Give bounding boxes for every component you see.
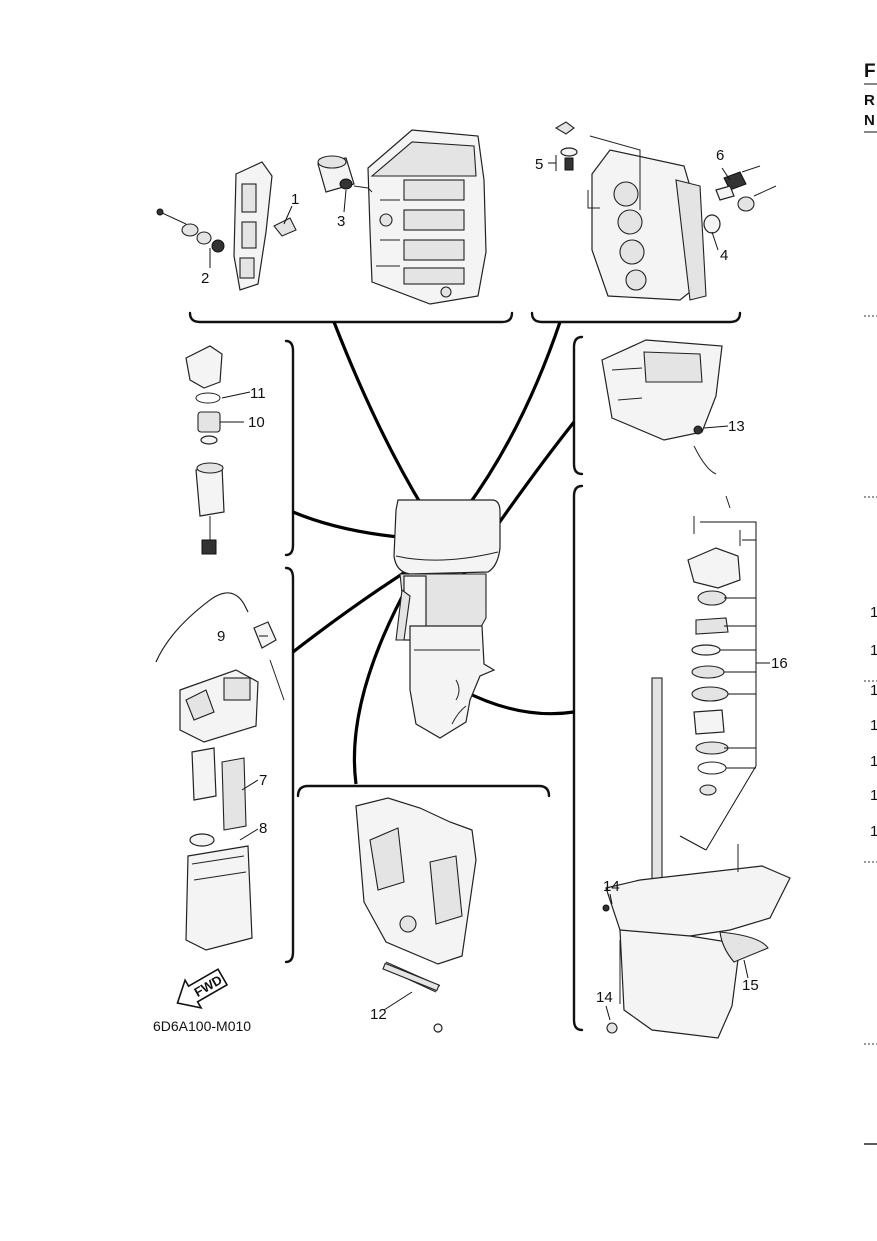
callout-label: 14 [603,878,620,895]
fwd-arrow: FWD [176,968,229,1009]
exhaust-guide-illustration [355,797,477,1033]
callout-label: 11 [250,385,266,402]
cylinder-head-illustration [587,135,707,301]
oil-filter-illustration [317,155,373,193]
edge-letter-n: N [864,112,875,129]
edge-number: 1 [870,642,877,659]
page-edge-header: F R N [864,61,877,133]
vapor-separator-illustration [155,592,285,951]
engine-block-illustration [367,129,487,305]
page-edge-fragments [864,315,877,1145]
timing-plate-illustration [233,161,297,291]
callout-label: 3 [337,213,345,230]
callout-label: 1 [291,191,299,208]
callout-labels: 1 2 3 4 5 6 9 11 10 13 16 7 8 14 14 15 1… [201,147,788,1023]
edge-number: 1 [870,823,877,840]
callout-label: 2 [201,270,209,287]
callout-label: 7 [259,772,267,789]
outboard-motor-illustration [393,499,501,739]
leader-lines [209,155,770,1021]
lower-unit-illustration [602,677,791,1039]
upper-casing-illustration [601,339,723,475]
edge-number: 1 [870,682,877,699]
page-edge-numbers: 1 1 1 1 1 1 1 [870,604,877,840]
callout-label: 4 [720,247,728,264]
callout-label: 6 [716,147,724,164]
callout-label: 14 [596,989,613,1006]
callout-label: 8 [259,820,267,837]
edge-number: 1 [870,604,877,621]
callout-label: 16 [771,655,788,672]
callout-label: 15 [742,977,759,994]
edge-letter-f: F [864,61,876,82]
water-pump-illustration [687,495,741,796]
figure-code: 6D6A100-M010 [153,1018,251,1034]
callout-label: 12 [370,1006,387,1023]
callout-label: 10 [248,414,265,431]
fuel-filter-illustration [185,345,225,555]
callout-label: 13 [728,418,745,435]
edge-number: 1 [870,787,877,804]
callout-label: 5 [535,156,543,173]
edge-number: 1 [870,717,877,734]
edge-letter-r: R [864,92,875,109]
bolt-and-seal-illustration [156,208,225,253]
group-brackets [188,311,742,1032]
edge-number: 1 [870,753,877,770]
callout-label: 9 [217,628,225,645]
thermostat-illustration [554,121,578,171]
spark-plug-illustration [703,165,777,234]
